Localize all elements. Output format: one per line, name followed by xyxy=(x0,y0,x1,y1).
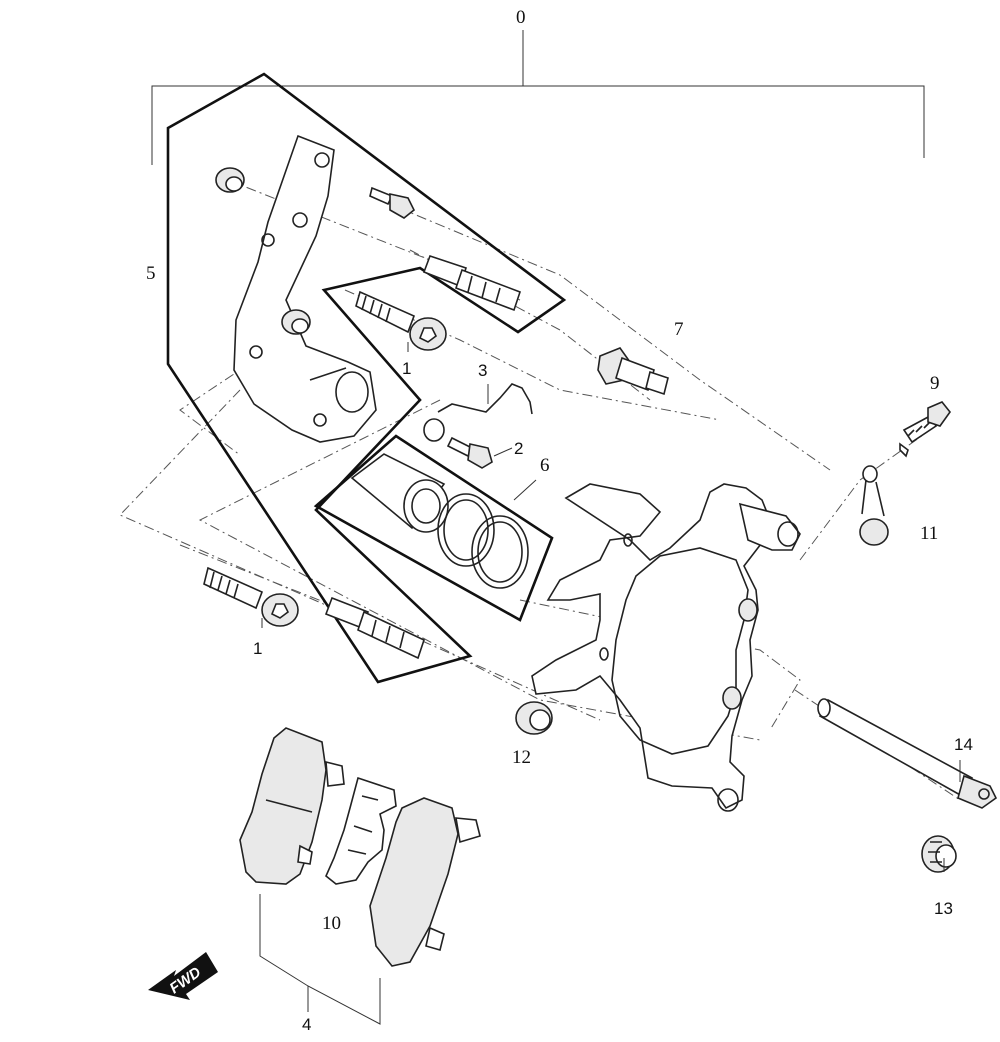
callout-14: 14 xyxy=(954,735,973,754)
bracket-collar-middle xyxy=(281,309,311,335)
callout-11: 11 xyxy=(920,523,939,544)
small-bolt-2 xyxy=(446,436,493,469)
callout-7: 7 xyxy=(674,319,684,340)
callout-1-upper: 1 xyxy=(402,359,412,378)
callout-6: 6 xyxy=(540,455,550,476)
bleed-washer xyxy=(423,418,445,442)
callout-2: 2 xyxy=(514,439,524,458)
callout-4: 4 xyxy=(302,1015,312,1034)
bolt-1-upper xyxy=(355,290,447,351)
bracket-collar-top xyxy=(215,167,245,193)
callout-13: 13 xyxy=(934,899,953,918)
bleed-screw-9 xyxy=(899,401,952,458)
pad-spring xyxy=(437,383,533,415)
callout-12: 12 xyxy=(512,747,531,768)
callout-10: 10 xyxy=(322,913,341,934)
pad-spring-clip xyxy=(325,776,397,885)
bleeder-valve-7 xyxy=(597,347,669,396)
assembly-bracket xyxy=(151,30,925,165)
slide-pin-lower xyxy=(324,596,425,660)
pads-bracket xyxy=(259,894,381,1025)
piston-and-seals xyxy=(350,453,529,589)
small-bolt-top xyxy=(369,186,416,219)
bracket-group-outline xyxy=(166,72,567,684)
piston-group-outline xyxy=(313,434,554,622)
caliper-body xyxy=(531,483,801,812)
bolt-1-lower xyxy=(203,566,299,627)
callout-5: 5 xyxy=(146,263,156,284)
brake-pad-left xyxy=(239,727,345,885)
plug-13 xyxy=(921,835,957,873)
pad-pin-14 xyxy=(817,698,998,809)
callout-1-lower: 1 xyxy=(253,639,263,658)
collar-12 xyxy=(515,701,553,735)
bleed-cap-11 xyxy=(859,465,889,546)
callout-3: 3 xyxy=(478,361,488,380)
callout-0: 0 xyxy=(516,7,526,28)
brake-pad-right xyxy=(369,797,481,967)
slide-pin-upper xyxy=(422,254,522,312)
callout-9: 9 xyxy=(930,373,940,394)
callout-leaders xyxy=(261,342,961,872)
caliper-mounting-bracket xyxy=(233,134,377,443)
forward-direction-arrow: FWD xyxy=(148,952,218,1000)
